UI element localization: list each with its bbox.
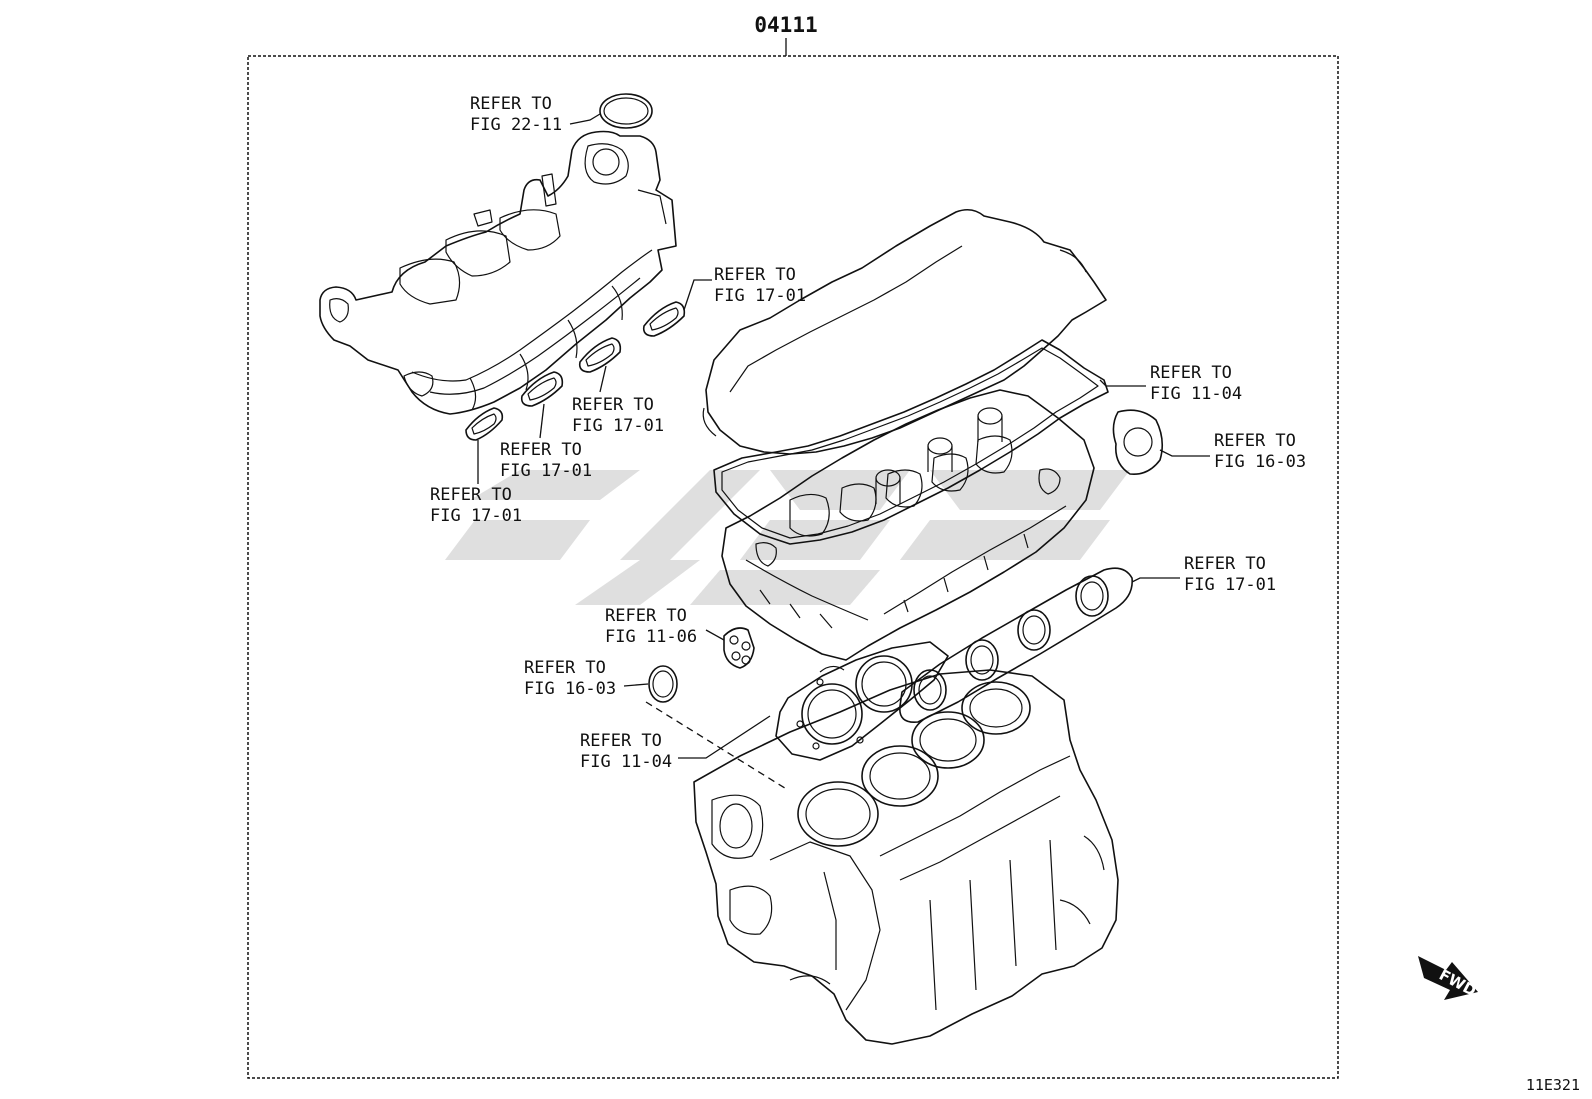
- callout-6-line1: REFER TO: [1150, 363, 1232, 383]
- callout-11-leader: [678, 715, 771, 759]
- callout-10-line2: FIG 16-03: [524, 679, 616, 699]
- callout-7-line2: FIG 16-03: [1214, 452, 1306, 472]
- callout-3-line2: FIG 17-01: [572, 416, 664, 436]
- callout-8-line1: REFER TO: [1184, 554, 1266, 574]
- callout-6[interactable]: REFER TO FIG 11-04: [1099, 363, 1242, 404]
- callout-10[interactable]: REFER TO FIG 16-03: [524, 658, 789, 791]
- callout-11-line1: REFER TO: [580, 731, 662, 751]
- callout-4[interactable]: REFER TO FIG 17-01: [500, 403, 592, 481]
- small-gasket[interactable]: [723, 627, 755, 669]
- figure-code: 11E321: [1526, 1076, 1580, 1094]
- ring-gasket-lower[interactable]: [648, 665, 678, 703]
- part-number-label[interactable]: 04111: [754, 13, 817, 37]
- exhaust-manifold-gasket[interactable]: [899, 567, 1133, 723]
- callout-8[interactable]: REFER TO FIG 17-01: [1131, 554, 1276, 595]
- callout-5-line1: REFER TO: [430, 485, 512, 505]
- callout-4-leader: [539, 403, 545, 439]
- callout-3-line1: REFER TO: [572, 395, 654, 415]
- callout-6-leader: [1099, 379, 1146, 387]
- intake-port-gasket-4[interactable]: [642, 301, 686, 337]
- intake-port-gasket-2[interactable]: [520, 371, 564, 407]
- callout-7-line1: REFER TO: [1214, 431, 1296, 451]
- callout-7[interactable]: REFER TO FIG 16-03: [1159, 431, 1306, 472]
- callout-8-leader: [1131, 577, 1180, 583]
- callout-2-line1: REFER TO: [714, 265, 796, 285]
- callout-4-line2: FIG 17-01: [500, 461, 592, 481]
- callout-11-line2: FIG 11-04: [580, 752, 672, 772]
- callout-2-line2: FIG 17-01: [714, 286, 806, 306]
- callout-11[interactable]: REFER TO FIG 11-04: [580, 715, 771, 772]
- callout-1-line1: REFER TO: [470, 94, 552, 114]
- throttle-body-gasket[interactable]: [599, 93, 653, 129]
- callout-5[interactable]: REFER TO FIG 17-01: [430, 440, 522, 526]
- kit-boundary-box: [247, 55, 1339, 1079]
- intake-port-gasket-3[interactable]: [578, 337, 622, 373]
- callout-5-line2: FIG 17-01: [430, 506, 522, 526]
- callout-9-leader: [705, 629, 725, 641]
- cylinder-head-gasket[interactable]: [775, 641, 949, 761]
- callout-1[interactable]: REFER TO FIG 22-11: [470, 94, 601, 135]
- callout-10-line1: REFER TO: [524, 658, 606, 678]
- callout-8-line2: FIG 17-01: [1184, 575, 1276, 595]
- cylinder-head: [721, 389, 1095, 661]
- callout-9-line2: FIG 11-06: [605, 627, 697, 647]
- cylinder-block: [693, 669, 1119, 1045]
- fwd-arrow-icon: FWD: [1418, 956, 1479, 1000]
- callout-6-line2: FIG 11-04: [1150, 384, 1242, 404]
- callout-2-leader: [683, 279, 712, 311]
- callout-10-dashed-leader: [645, 701, 789, 791]
- intake-manifold: [319, 130, 677, 415]
- callout-2[interactable]: REFER TO FIG 17-01: [683, 265, 806, 311]
- callout-3-leader: [599, 365, 607, 393]
- callout-1-line2: FIG 22-11: [470, 115, 562, 135]
- callout-3[interactable]: REFER TO FIG 17-01: [572, 365, 664, 436]
- callout-9-line1: REFER TO: [605, 606, 687, 626]
- callout-4-line1: REFER TO: [500, 440, 582, 460]
- head-cover-gasket[interactable]: [713, 339, 1109, 545]
- callout-10-leader: [623, 683, 649, 687]
- callout-9[interactable]: REFER TO FIG 11-06: [605, 606, 725, 647]
- callout-7-leader: [1159, 449, 1210, 457]
- intake-port-gasket-1[interactable]: [465, 407, 504, 441]
- callout-1-leader: [569, 113, 601, 125]
- watermark-logo: [445, 470, 1130, 605]
- ring-gasket-right[interactable]: [1112, 409, 1164, 476]
